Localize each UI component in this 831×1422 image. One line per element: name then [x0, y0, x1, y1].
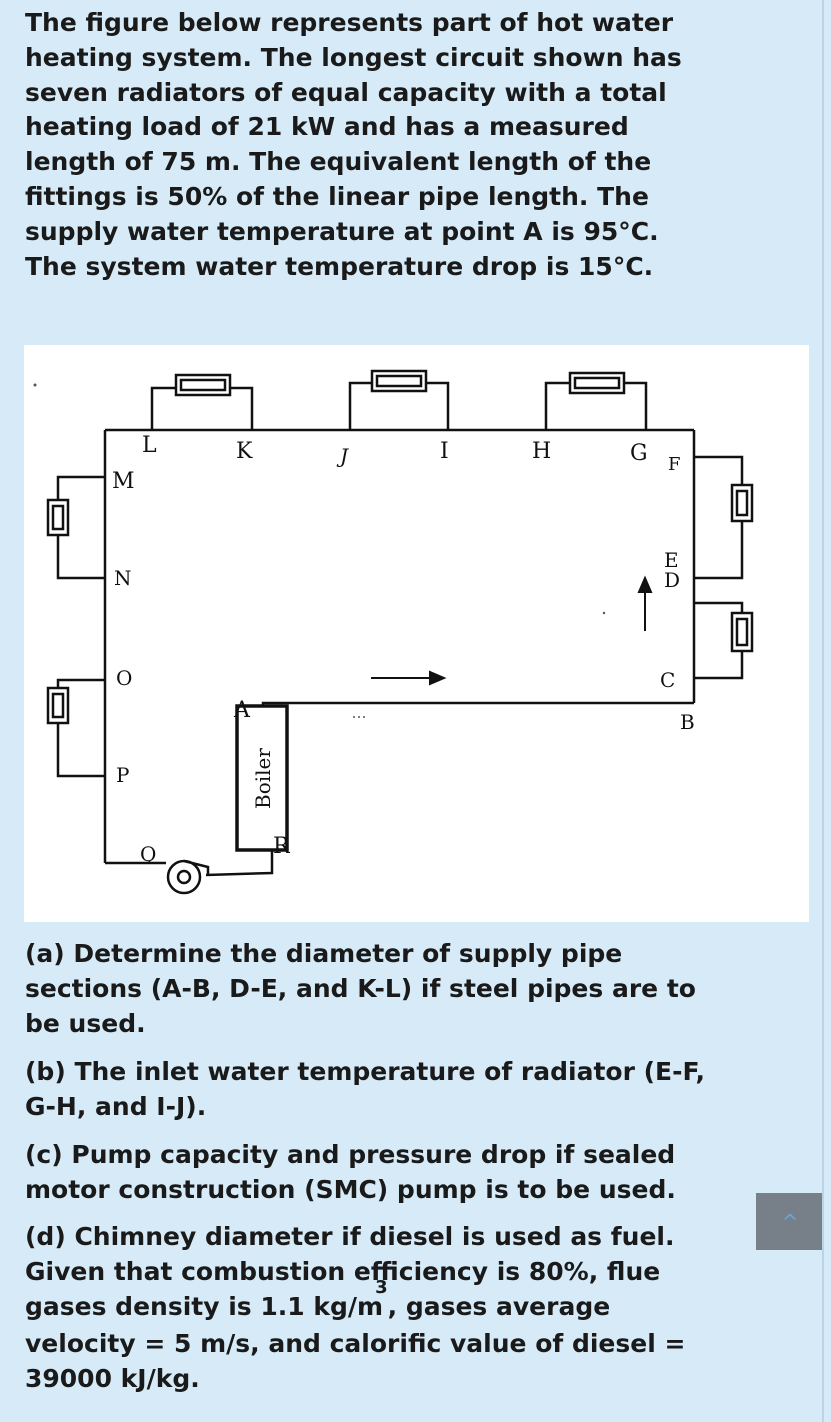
question-line: be used. [25, 1008, 146, 1038]
chevron-up-icon: ^ [781, 1209, 799, 1234]
question-line: (a) Determine the diameter of supply pip… [25, 939, 623, 968]
question-line: Given that combustion efficiency is 80%,… [25, 1256, 661, 1286]
label-R: R [273, 834, 291, 859]
label-E: E [664, 548, 679, 572]
intro-line: The system water temperature drop is 15°… [25, 251, 654, 281]
heating-system-diagram: Boiler L K J I H G [24, 345, 809, 922]
intro-line: fittings is 50% of the linear pipe lengt… [25, 181, 649, 211]
scroll-to-top-button[interactable]: ^ [756, 1193, 824, 1250]
label-N: N [114, 566, 132, 590]
density-text-cont: , gases average [387, 1291, 611, 1321]
question-line: (c) Pump capacity and pressure drop if s… [25, 1140, 676, 1169]
question-line: G-H, and I-J). [25, 1091, 207, 1121]
label-I: I [440, 439, 449, 464]
label-O: O [116, 666, 132, 690]
label-F: F [668, 454, 681, 475]
intro-line: supply water temperature at point A is 9… [25, 216, 659, 246]
radiators [46, 369, 754, 725]
question-c: (c) Pump capacity and pressure drop if s… [25, 1138, 815, 1208]
density-text: gases density is 1.1 kg/m [25, 1291, 384, 1321]
label-G: G [630, 441, 648, 466]
question-line: 39000 kJ/kg. [25, 1364, 200, 1394]
superscript-3: 3 [375, 1276, 388, 1298]
diagram-svg: Boiler L K J I H G [33, 369, 754, 895]
intro-line: The figure below represents part of hot … [25, 8, 674, 37]
label-Q: Q [140, 842, 156, 866]
pipe-network [56, 381, 744, 877]
question-b: (b) The inlet water temperature of radia… [25, 1055, 815, 1125]
label-A: A [233, 698, 251, 723]
intro-line: seven radiators of equal capacity with a… [25, 77, 667, 107]
arrow-up-icon [637, 575, 653, 593]
label-M: M [112, 469, 135, 494]
question-line: sections (A-B, D-E, and K-L) if steel pi… [25, 973, 696, 1003]
arrow-right-icon [429, 670, 447, 686]
label-J: J [336, 444, 349, 468]
radiator-top-3 [568, 371, 626, 395]
label-H: H [532, 439, 551, 464]
intro-line: heating load of 21 kW and has a measured [25, 112, 629, 142]
question-line: (d) Chimney diameter if diesel is used a… [25, 1222, 675, 1251]
label-K: K [236, 439, 253, 464]
label-C: C [660, 668, 675, 692]
boiler-label: Boiler [251, 748, 275, 809]
question-d: (d) Chimney diameter if diesel is used a… [25, 1220, 785, 1397]
boiler: Boiler [235, 704, 289, 852]
question-line: gases density is 1.1 kg/m3, gases averag… [25, 1277, 785, 1328]
page-right-border [822, 0, 824, 1422]
question-line: (b) The inlet water temperature of radia… [25, 1057, 706, 1086]
problem-intro: The figure below represents part of hot … [25, 6, 815, 284]
intro-line: length of 75 m. The equivalent length of… [25, 147, 652, 177]
pump-icon [166, 859, 210, 895]
intro-line: heating system. The longest circuit show… [25, 42, 682, 72]
radiator-top-1 [174, 373, 232, 397]
label-L: L [142, 433, 157, 458]
label-D: D [664, 568, 680, 592]
scan-artifacts [33, 383, 606, 718]
question-line: velocity = 5 m/s, and calorific value of… [25, 1329, 686, 1359]
question-a: (a) Determine the diameter of supply pip… [25, 937, 815, 1041]
label-P: P [116, 763, 129, 787]
flow-arrows [371, 575, 653, 686]
question-line: motor construction (SMC) pump is to be u… [25, 1174, 676, 1204]
label-B: B [680, 710, 695, 734]
radiator-top-2 [370, 369, 428, 393]
